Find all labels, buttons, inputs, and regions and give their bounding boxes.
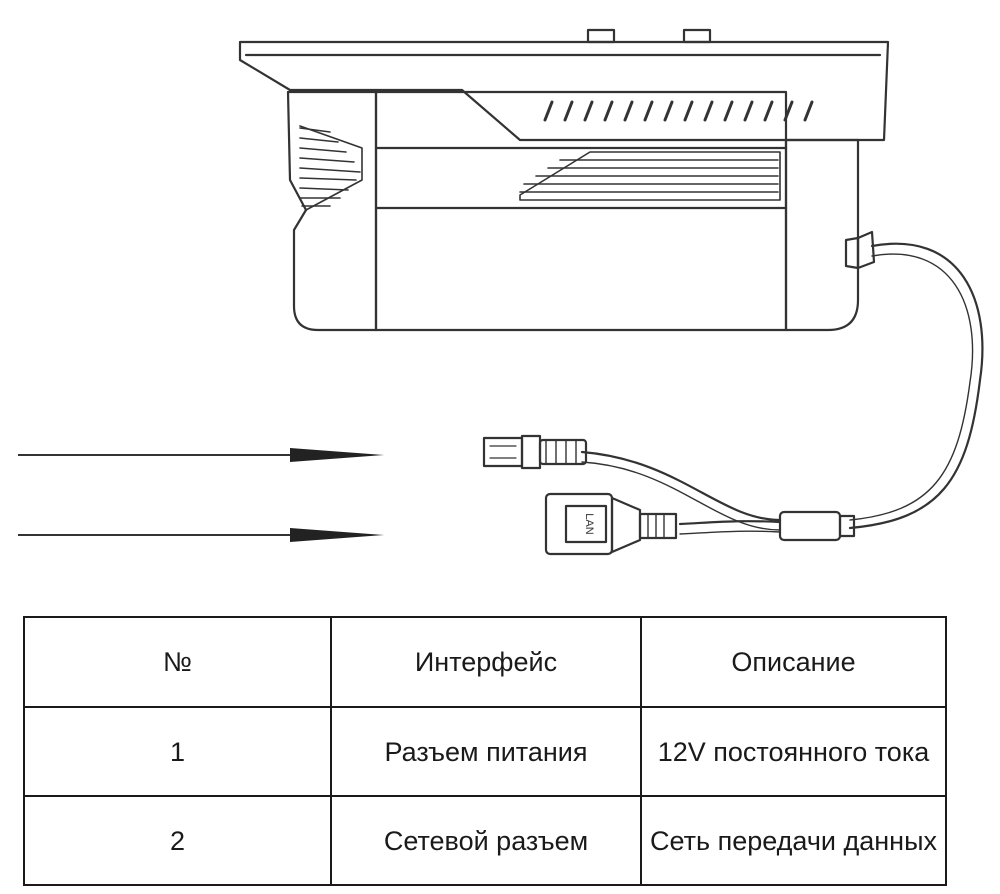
header-number: № bbox=[23, 616, 332, 708]
cable-split-junction bbox=[778, 510, 856, 542]
main-cable bbox=[848, 242, 984, 530]
interface-table: № Интерфейс Описание 1 Разъем питания 12… bbox=[23, 616, 947, 886]
camera-side-stripe bbox=[519, 151, 781, 201]
row-description: Сеть передачи данных bbox=[640, 795, 947, 886]
row-description: 12V постоянного тока bbox=[640, 706, 947, 797]
header-interface: Интерфейс bbox=[330, 616, 642, 708]
power-cable bbox=[580, 450, 782, 522]
row-number: 2 bbox=[23, 795, 332, 886]
camera-sun-shield bbox=[238, 28, 890, 142]
row-interface: Сетевой разъем bbox=[330, 795, 642, 886]
lan-cable bbox=[678, 520, 782, 526]
cable-gland bbox=[844, 230, 876, 270]
table-row: 2 Сетевой разъем Сеть передачи данных bbox=[23, 795, 947, 886]
lan-jack-label: LAN bbox=[583, 513, 595, 534]
table-row: 1 Разъем питания 12V постоянного тока bbox=[23, 706, 947, 797]
lan-arrow bbox=[18, 528, 384, 542]
header-description: Описание bbox=[640, 616, 947, 708]
row-interface: Разъем питания bbox=[330, 706, 642, 797]
row-number: 1 bbox=[23, 706, 332, 797]
camera-body bbox=[286, 90, 860, 332]
table-header-row: № Интерфейс Описание bbox=[23, 616, 947, 708]
camera-front-grille bbox=[299, 125, 363, 211]
shield-vent-slots bbox=[543, 100, 814, 122]
lan-jack bbox=[544, 492, 678, 556]
power-jack bbox=[482, 434, 588, 470]
camera-connection-diagram: LAN bbox=[18, 28, 984, 556]
power-arrow bbox=[18, 448, 384, 462]
